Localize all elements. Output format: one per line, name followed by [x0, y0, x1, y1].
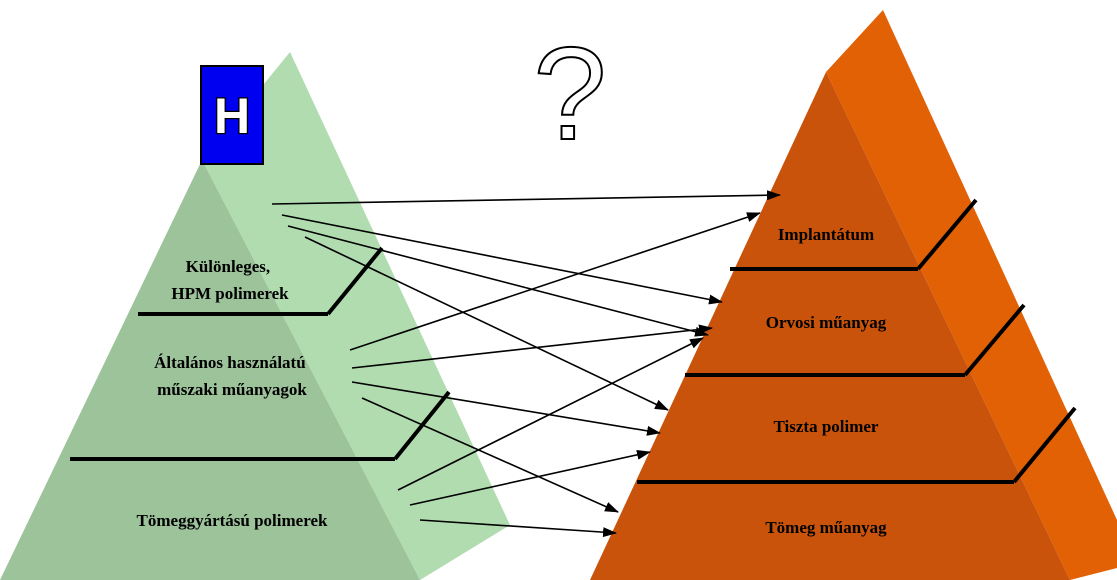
left-level-2-label: Általános használatú műszaki műanyagok: [154, 353, 310, 399]
arrow: [271, 190, 781, 205]
arrow: [287, 225, 709, 337]
right-level-3-label: Tiszta polimer: [774, 417, 879, 436]
arrow: [419, 519, 617, 538]
arrow: [351, 324, 713, 369]
left-divider-top-side: [326, 246, 384, 316]
left-level-1-label: Különleges, HPM polimerek: [171, 257, 289, 303]
right-level-4-label: Tömeg műanyag: [765, 518, 887, 537]
right-divider-2-side: [963, 303, 1026, 377]
left-level-1-line-2: HPM polimerek: [171, 284, 289, 303]
right-level-1-label: Implantátum: [778, 225, 874, 244]
right-pyramid: Implantátum Orvosi műanyag Tiszta polime…: [590, 10, 1117, 580]
hungary-h-badge: H: [200, 65, 264, 165]
left-level-3-label: Tömeggyártású polimerek: [137, 511, 328, 530]
arrow: [349, 212, 761, 351]
h-badge-box: [200, 65, 264, 165]
left-level-3-line-1: Tömeggyártású polimerek: [137, 511, 328, 530]
left-pyramid-side-face: [202, 52, 510, 580]
right-divider-3-side: [1012, 406, 1077, 484]
arrow: [409, 449, 651, 506]
left-pyramid: Különleges, HPM polimerek Általános hasz…: [0, 52, 510, 580]
right-pyramid-side-face: [826, 10, 1117, 580]
left-level-2-line-2: műszaki műanyagok: [157, 380, 307, 399]
connection-arrows: [271, 190, 781, 538]
left-level-2-line-1: Általános használatú: [154, 353, 306, 372]
right-level-2-label: Orvosi műanyag: [766, 313, 887, 332]
right-divider-1-side: [916, 198, 978, 271]
arrow: [397, 337, 704, 491]
arrow: [361, 397, 619, 513]
left-pyramid-front-face: [0, 160, 420, 580]
question-mark-icon: ?: [533, 20, 606, 167]
arrow: [304, 236, 669, 411]
left-level-1-line-1: Különleges,: [186, 257, 271, 276]
right-pyramid-front-face: [590, 72, 1070, 580]
h-badge-letter: H: [214, 88, 250, 144]
arrow: [351, 381, 661, 436]
arrow: [281, 214, 723, 305]
